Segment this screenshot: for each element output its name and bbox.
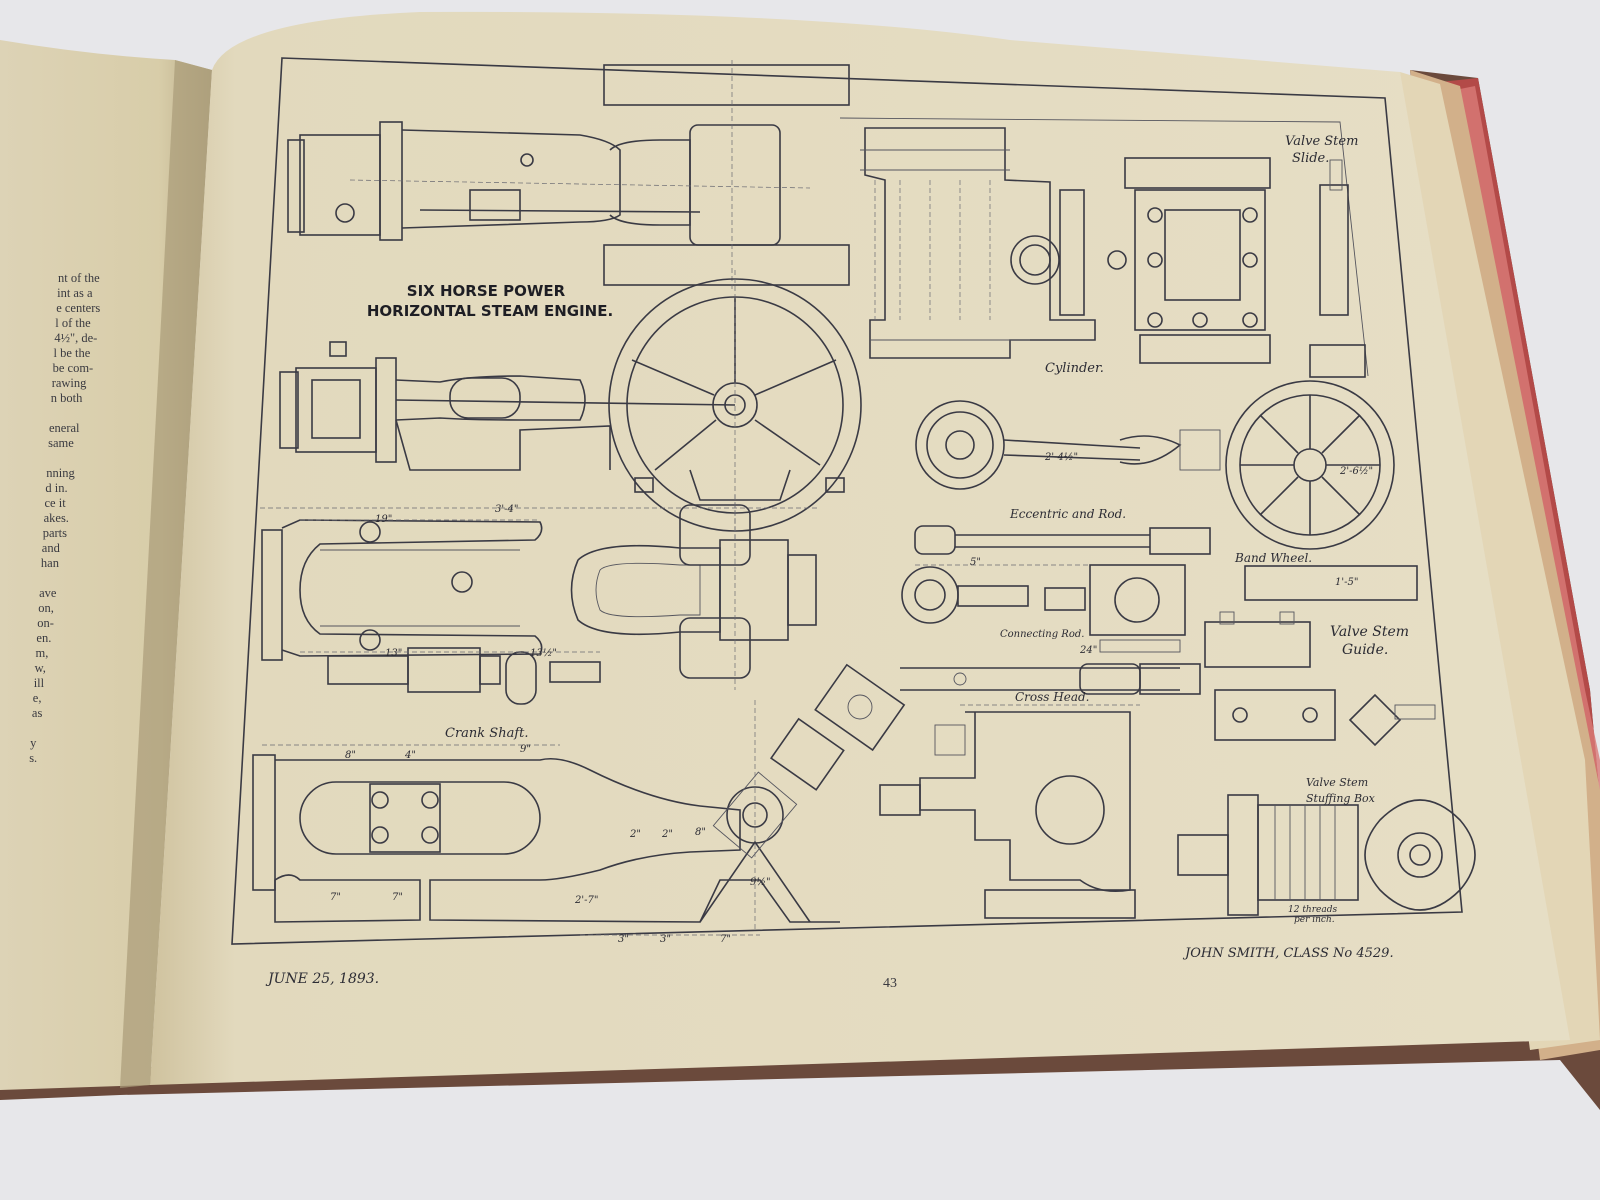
dimension-label: 7" xyxy=(330,892,341,903)
left-page-line: parts xyxy=(43,526,67,540)
dimension-label: 19" xyxy=(375,514,392,525)
label-connecting-rod: Connecting Rod. xyxy=(1000,629,1084,640)
dimension-label: 8" xyxy=(345,750,356,761)
left-page-line: rawing xyxy=(52,376,87,390)
band-wheel-drawing xyxy=(1225,380,1395,550)
label-valve-stem-guide-1: Valve Stem xyxy=(1330,624,1409,640)
left-page-line: be com- xyxy=(53,361,94,375)
band-wheel-rim xyxy=(1244,565,1418,601)
label-stuffing-box-1: Valve Stem xyxy=(1306,776,1368,789)
dimension-label: 5" xyxy=(970,557,981,568)
stuffing-box-drawing xyxy=(1177,794,1476,916)
left-page-line: m, xyxy=(36,646,49,660)
dimension-label: 8" xyxy=(695,827,706,838)
page-number: 43 xyxy=(883,976,897,991)
label-valve-stem-slide-2: Slide. xyxy=(1292,151,1329,166)
footer-signature: JOHN SMITH, CLASS No 4529. xyxy=(1182,946,1394,961)
left-page-line: n both xyxy=(51,391,83,405)
label-cylinder: Cylinder. xyxy=(1045,361,1104,376)
left-page-line: as xyxy=(32,706,43,720)
eccentric-rod-drawing xyxy=(914,525,1211,566)
left-page-line: l be the xyxy=(54,346,91,360)
left-page-line: on- xyxy=(37,616,54,630)
label-valve-stem-guide-2: Guide. xyxy=(1342,642,1388,658)
dimension-label: 2'-6½" xyxy=(1339,466,1373,477)
bed-plate-elevation xyxy=(252,700,840,936)
drawing-title-line1: SIX HORSE POWER xyxy=(407,282,566,300)
dimension-label: 4" xyxy=(404,750,416,761)
right-page xyxy=(150,11,1570,1085)
cylinder-drawing xyxy=(860,127,1096,359)
dimension-label: 3" xyxy=(660,934,671,945)
label-band-wheel: Band Wheel. xyxy=(1234,551,1312,565)
left-page-line: ave xyxy=(39,586,57,600)
dimension-label: 3" xyxy=(618,934,629,945)
left-page-line: han xyxy=(41,556,60,570)
dimension-label: 3'-4" xyxy=(495,504,518,515)
label-threads-1: 12 threads xyxy=(1288,905,1337,915)
dimension-label: 13½" xyxy=(530,648,557,659)
eccentric-drawing xyxy=(915,400,1221,490)
eccentric-detail xyxy=(770,663,906,791)
left-page-line: l of the xyxy=(55,316,91,330)
label-valve-stem-slide-1: Valve Stem xyxy=(1285,134,1358,149)
dimension-label: 2'-4½" xyxy=(1044,452,1078,463)
dimension-label: 2" xyxy=(629,829,641,840)
left-page-line: int as a xyxy=(57,286,93,300)
dimension-label: 9½" xyxy=(750,877,771,888)
left-page-line: eneral xyxy=(49,421,80,435)
left-page-line: y xyxy=(30,736,37,750)
connecting-rod-drawing xyxy=(900,564,1201,695)
dimension-label: 13" xyxy=(385,648,402,659)
left-page-line: akes. xyxy=(44,511,69,525)
left-page-line: nt of the xyxy=(58,271,100,285)
left-page-line: en. xyxy=(36,631,51,645)
dimension-labels: 3'-4" 19" 13" 13½" 8" 4" 9" 7" 7" 2'-7" 3" 3" 7" 8" 9½… xyxy=(330,452,1373,945)
left-page xyxy=(0,40,212,1090)
cross-head-drawing xyxy=(879,704,1140,919)
left-page-line: on, xyxy=(38,601,54,615)
left-page-line: ill xyxy=(34,676,45,690)
bed-plate-plan xyxy=(260,495,820,690)
dimension-label: 7" xyxy=(720,934,731,945)
dimension-label: 7" xyxy=(392,892,403,903)
valve-slide-drawing xyxy=(1107,157,1366,378)
dimension-label: 2" xyxy=(661,829,673,840)
label-eccentric-and-rod: Eccentric and Rod. xyxy=(1009,507,1126,521)
valve-stem-guide-drawing xyxy=(1204,611,1436,747)
engine-plan-view xyxy=(287,60,850,290)
left-page-line: w, xyxy=(35,661,46,675)
drawing-title-line2: HORIZONTAL STEAM ENGINE. xyxy=(367,302,613,320)
label-stuffing-box-2: Stuffing Box xyxy=(1306,792,1376,805)
label-crank-shaft: Crank Shaft. xyxy=(445,726,529,741)
left-page-line: nning xyxy=(46,466,75,480)
label-threads-2: per inch. xyxy=(1294,915,1335,925)
left-page-line: 4½", de- xyxy=(54,331,97,345)
footer-date: JUNE 25, 1893. xyxy=(265,971,379,987)
drawing-sheet xyxy=(231,57,1463,945)
left-page-line: and xyxy=(42,541,61,555)
dimension-label: 1'-5" xyxy=(1335,577,1358,588)
dimension-label: 24" xyxy=(1079,645,1097,656)
left-page-line: d in. xyxy=(45,481,67,495)
label-cross-head: Cross Head. xyxy=(1015,690,1090,704)
left-page-line: s. xyxy=(29,751,37,765)
left-page-line: e centers xyxy=(56,301,100,315)
crank-shaft-drawing xyxy=(300,647,601,705)
dimension-label: 9" xyxy=(520,744,531,755)
left-page-line: e, xyxy=(33,691,42,705)
left-page-line: ce it xyxy=(45,496,67,510)
left-page-line: same xyxy=(48,436,74,450)
dimension-label: 2'-7" xyxy=(574,895,598,906)
